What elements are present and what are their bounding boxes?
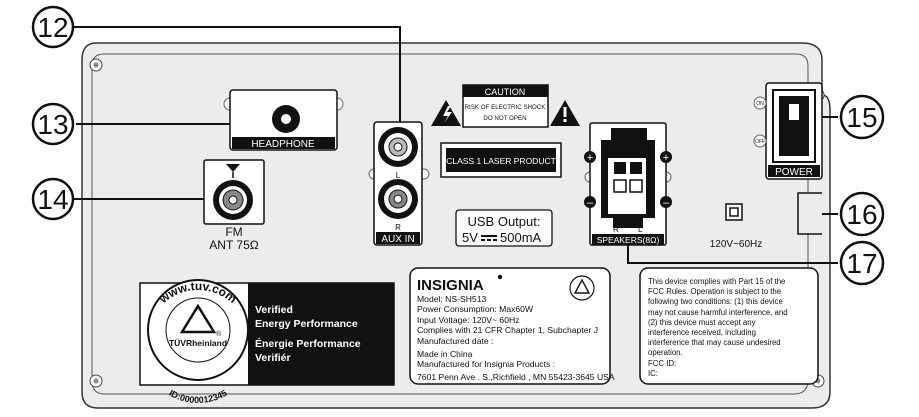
fcc-label-line: operation. bbox=[648, 348, 683, 358]
callout-15-number: 15 bbox=[846, 102, 877, 133]
callout-16-number: 16 bbox=[846, 199, 877, 230]
tuv-energy-label: www.tuv.com ID:0000012345 ® TÜVRheinland… bbox=[139, 279, 395, 405]
usb-voltage: 5V bbox=[462, 230, 478, 245]
callout-leaders bbox=[74, 26, 838, 264]
caution-line1: RISK OF ELECTRIC SHOCK bbox=[465, 104, 547, 111]
fcc-label-line: FCC Rules. Operation is subject to the bbox=[648, 287, 782, 297]
tuv-line4: Verifiér bbox=[255, 352, 291, 364]
fm-label-line2: ANT 75Ω bbox=[209, 238, 258, 252]
fcc-label-line: may not cause harmful interference, and bbox=[648, 307, 788, 317]
power-on-mark: ON bbox=[756, 101, 764, 107]
fcc-label-line: This device complies with Part 15 of the bbox=[648, 277, 786, 286]
product-label-line: Manufactured for Insignia Products : bbox=[417, 359, 556, 370]
tuv-line3: Énergie Performance bbox=[255, 337, 361, 350]
product-label-line: 7601 Penn Ave . S.,Richfield , MN 55423-… bbox=[417, 371, 615, 382]
ac-power-inlet: 120V~60Hz bbox=[710, 192, 822, 250]
callout-12-number: 12 bbox=[37, 12, 68, 43]
laser-label-text: CLASS 1 LASER PRODUCT bbox=[446, 156, 556, 166]
fcc-label-lines: This device complies with Part 15 of the… bbox=[648, 277, 814, 379]
insignia-logo: INSIGNIA bbox=[417, 277, 484, 294]
aux-left-label: L bbox=[396, 171, 401, 180]
product-label-line: Model: NS-SH513 bbox=[417, 294, 487, 304]
fm-antenna-jack: FM ANT 75Ω bbox=[203, 159, 265, 252]
power-switch: ON OFF POWER bbox=[753, 82, 823, 180]
fcc-label-line: following two conditions: (1) this devic… bbox=[648, 297, 783, 307]
callout-13: 13 bbox=[31, 102, 75, 146]
tuv-line1: Verified bbox=[255, 304, 293, 316]
speaker-plus-right: + bbox=[587, 152, 593, 164]
callout-14-number: 14 bbox=[37, 184, 68, 215]
product-label-line: Manufactured date : bbox=[417, 335, 494, 346]
aux-in-label: AUX IN bbox=[381, 234, 414, 245]
speakers-label: SPEAKERS(8Ω) bbox=[597, 235, 660, 245]
callout-13-number: 13 bbox=[37, 109, 68, 140]
speaker-plus-left: + bbox=[663, 152, 669, 164]
usb-output-title: USB Output: bbox=[468, 214, 541, 229]
power-rating: 120V~60Hz bbox=[710, 239, 763, 250]
power-label: POWER bbox=[775, 167, 813, 178]
speaker-terminals: + + – – R L SPEAKERS(8Ω) bbox=[584, 122, 672, 246]
fcc-label-line: FCC ID: bbox=[648, 358, 677, 368]
callout-12: 12 bbox=[31, 5, 75, 49]
product-label-line: Input Voltage: 120V~ 60Hz bbox=[417, 314, 520, 325]
speaker-right-label: R bbox=[613, 225, 619, 234]
fcc-label-line: IC: bbox=[648, 368, 658, 378]
certification-mark-icon bbox=[569, 275, 595, 301]
laser-product-label: CLASS 1 LASER PRODUCT bbox=[440, 142, 562, 178]
product-label-line: Complies with 21 CFR Chapter 1, Subchapt… bbox=[417, 325, 599, 336]
fcc-label-line: (2) this device must accept any bbox=[648, 317, 756, 327]
speaker-left-label: L bbox=[638, 225, 643, 234]
usb-current: 500mA bbox=[500, 230, 542, 245]
fcc-label-frame bbox=[639, 267, 819, 385]
callout-17: 17 bbox=[839, 240, 885, 286]
dc-symbol-icon bbox=[481, 235, 497, 241]
tuv-registered: ® bbox=[216, 330, 222, 338]
callout-16: 16 bbox=[839, 191, 885, 237]
fcc-label-line: interference received, including bbox=[648, 328, 756, 338]
callout-17-number: 17 bbox=[846, 248, 877, 279]
power-off-mark: OFF bbox=[755, 139, 765, 145]
tuv-line2: Energy Performance bbox=[255, 318, 358, 330]
headphone-label: HEADPHONE bbox=[251, 139, 315, 150]
product-rating-label-frame: INSIGNIA bbox=[409, 267, 611, 385]
caution-label: CAUTION RISK OF ELECTRIC SHOCK DO NOT OP… bbox=[431, 84, 580, 128]
speaker-minus-left: – bbox=[663, 197, 670, 209]
product-label-line: Power Consumption: Max60W bbox=[417, 304, 534, 315]
headphone-jack: HEADPHONE bbox=[223, 89, 344, 151]
product-label-lines: Model: NS-SH513 Power Consumption: Max60… bbox=[417, 294, 615, 382]
tuv-triangle-icon bbox=[179, 303, 217, 334]
antenna-icon bbox=[226, 164, 240, 172]
usb-output-label: USB Output: 5V 500mA bbox=[455, 209, 553, 247]
tuv-brand: TÜVRheinland bbox=[169, 338, 227, 348]
callout-15: 15 bbox=[839, 94, 885, 140]
fcc-label-line: interference that may cause undesired bbox=[648, 338, 781, 348]
product-label-line: Made in China bbox=[417, 349, 473, 360]
callout-14: 14 bbox=[31, 177, 75, 221]
caution-line2: DO NOT OPEN bbox=[483, 115, 526, 122]
aux-in-jacks: L R AUX IN bbox=[368, 121, 430, 246]
speaker-minus-right: – bbox=[587, 197, 594, 209]
caution-title: CAUTION bbox=[485, 87, 526, 97]
aux-right-label: R bbox=[395, 223, 401, 232]
fm-label-line1: FM bbox=[225, 225, 242, 239]
